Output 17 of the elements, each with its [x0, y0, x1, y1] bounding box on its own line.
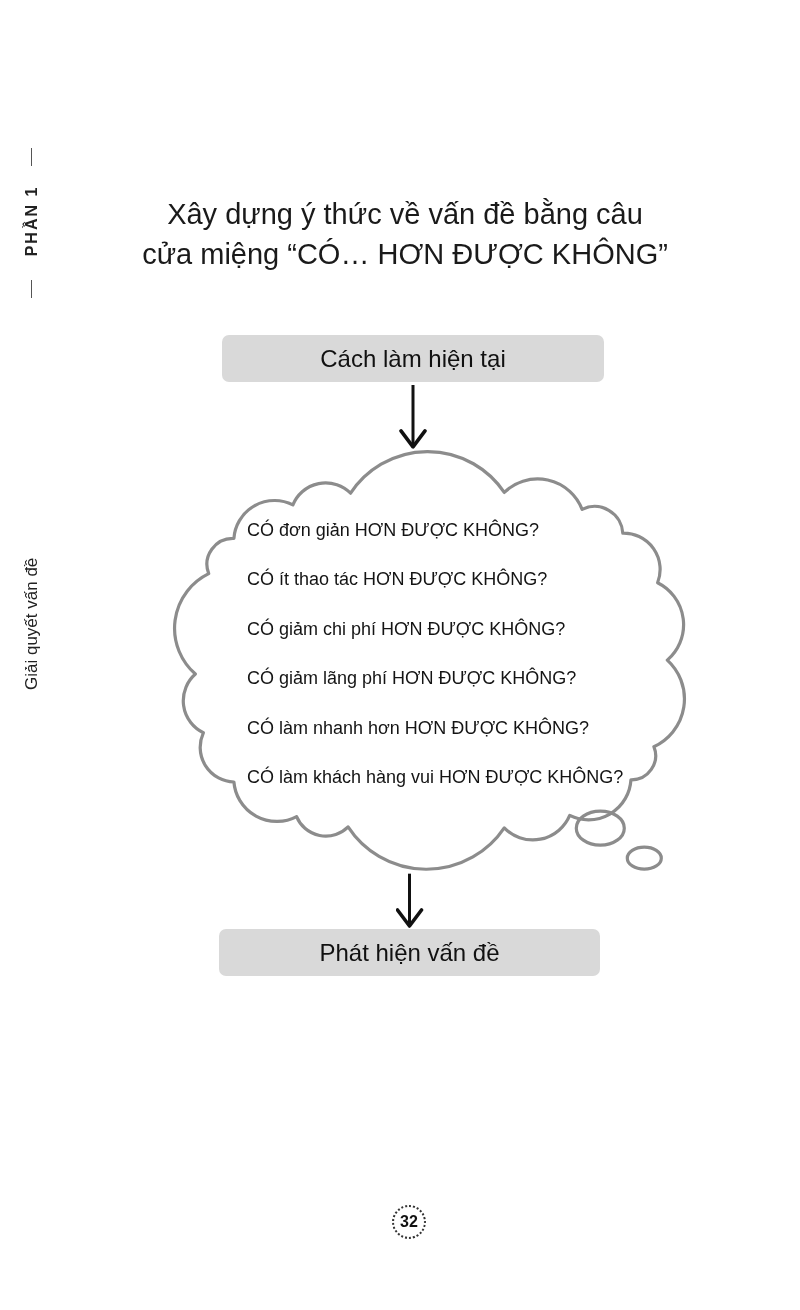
step-label: Phát hiện vấn đề	[319, 937, 500, 968]
step-banner	[222, 335, 604, 382]
question-text: CÓ đơn giản HƠN ĐƯỢC KHÔNG?	[247, 519, 541, 542]
page-number: 32	[392, 1205, 426, 1239]
arrow	[395, 873, 424, 928]
running-header: Giải quyết vấn đề	[22, 557, 42, 690]
title: Xây dựng ý thức về vấn đề bằng câu cửa miệng “CÓ… HƠN ĐƯỢC KHÔNG”	[141, 197, 669, 272]
step-banner	[219, 929, 600, 976]
thought-cloud	[172, 449, 686, 871]
section-label: PHẦN 1	[22, 185, 41, 257]
question-text: CÓ giảm chi phí HƠN ĐƯỢC KHÔNG?	[247, 618, 567, 641]
question-text: CÓ giảm lãng phí HƠN ĐƯỢC KHÔNG?	[247, 667, 578, 690]
question-text: CÓ làm nhanh hơn HƠN ĐƯỢC KHÔNG?	[247, 717, 591, 740]
question-text: CÓ làm khách hàng vui HƠN ĐƯỢC KHÔNG?	[247, 766, 624, 789]
step-label: Cách làm hiện tại	[320, 343, 506, 374]
question-text: CÓ ít thao tác HƠN ĐƯỢC KHÔNG?	[247, 568, 549, 591]
arrow	[399, 385, 427, 449]
